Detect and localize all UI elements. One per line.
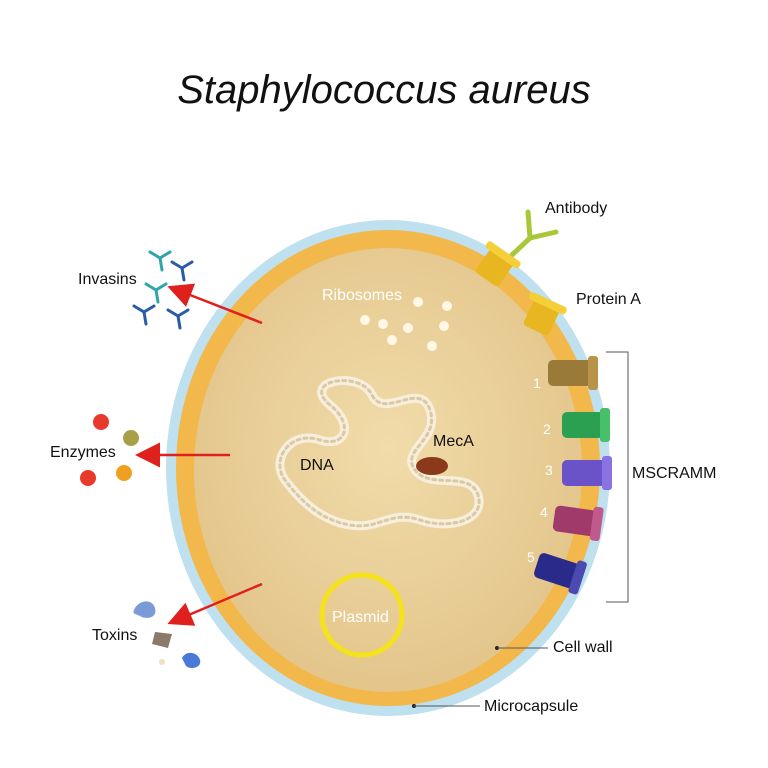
mscramm-number-2: 2	[543, 421, 551, 437]
enzymes-label: Enzymes	[50, 444, 116, 461]
protein-a-label: Protein A	[576, 291, 641, 308]
diagram-title: Staphylococcus aureus	[177, 68, 591, 112]
mscramm-receptor-4	[552, 505, 604, 542]
meca-gene	[416, 457, 448, 475]
invasins-arrow	[167, 283, 263, 325]
mscramm-bracket	[606, 351, 629, 603]
meca-label: MecA	[433, 433, 474, 450]
toxin-icons	[133, 601, 201, 668]
microcapsule-label: Microcapsule	[484, 698, 578, 715]
mscramm-number-3: 3	[545, 462, 553, 478]
mscramm-number-5: 5	[527, 549, 535, 565]
dna-strand	[275, 376, 484, 531]
mscramm-receptor-3	[562, 456, 612, 490]
toxins-arrow	[167, 582, 263, 626]
cytoplasm	[194, 248, 582, 692]
mscramm-receptor-2	[562, 408, 610, 442]
mscramm-label: MSCRAMM	[632, 465, 716, 482]
protein-a-icon	[523, 292, 567, 336]
mscramm-number-1: 1	[533, 375, 541, 391]
plasmid-label: Plasmid	[332, 609, 389, 626]
receptor-antibody-site	[476, 241, 521, 286]
mscramm-receptor-1	[548, 356, 598, 390]
mscramm-number-4: 4	[540, 504, 548, 520]
ribosomes	[360, 297, 452, 351]
toxins-label: Toxins	[92, 627, 137, 644]
invasin-icons	[132, 250, 194, 330]
antibody-label: Antibody	[545, 200, 607, 217]
dna-label: DNA	[300, 457, 334, 474]
enzyme-icons	[80, 414, 139, 486]
cell-wall-label: Cell wall	[553, 639, 613, 656]
invasins-label: Invasins	[78, 271, 137, 288]
mscramm-receptor-5	[534, 553, 587, 595]
plasmid-ring	[319, 572, 405, 658]
ribosomes-label: Ribosomes	[322, 287, 402, 304]
